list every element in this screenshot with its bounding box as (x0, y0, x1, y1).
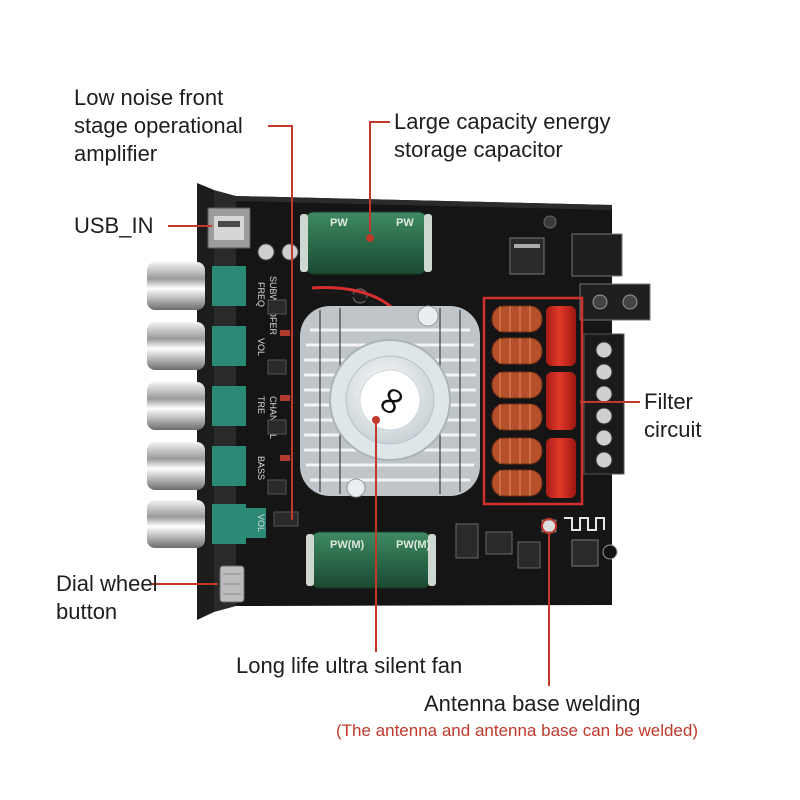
knob-1 (147, 262, 246, 310)
dial-wheel-button (219, 565, 245, 603)
knob-3 (147, 382, 246, 430)
silk-label-1: FREQ (256, 282, 266, 307)
label-op-amp: Low noise front stage operational amplif… (74, 85, 243, 166)
label-fan: Long life ultra silent fan (236, 653, 463, 678)
bottom-energy-capacitor: PW(M) PW(M) (306, 531, 436, 589)
terminal-block (583, 333, 625, 475)
callout-lines (150, 121, 640, 686)
knob-4 (147, 442, 246, 490)
top-cap-marking-2: PW (396, 217, 414, 229)
bottom-cap-marking-1: PW(M) (330, 539, 365, 551)
bottom-cap-marking-2: PW(M) (396, 539, 431, 551)
label-dial-wheel-button: Dial wheel button (56, 571, 158, 624)
callout-line-capacitor (369, 121, 390, 232)
bottom-right-components (455, 517, 618, 569)
knob-row (147, 262, 266, 548)
silk-label-4: TRE (256, 396, 266, 414)
callout-ring-antenna (541, 518, 557, 534)
label-filter-circuit: Filter circuit (644, 389, 702, 442)
label-capacitor: Large capacity energy storage capacitor (394, 109, 611, 162)
silk-label-7: VOL (256, 514, 266, 532)
silk-label-3: VOL (256, 338, 266, 356)
callout-line-op-amp (268, 125, 293, 520)
op-amp-chips (267, 299, 299, 527)
knob-5 (147, 500, 246, 548)
silk-label-5: CHANNEL (268, 396, 278, 439)
cooling-fan: ∞ (329, 339, 451, 461)
filter-circuit (482, 296, 584, 506)
usb-port (207, 207, 251, 249)
knob-2 (147, 322, 246, 370)
top-cap-marking: PW (330, 217, 348, 229)
silk-label-6: BASS (256, 456, 266, 480)
label-antenna: Antenna base welding (424, 691, 641, 716)
power-components (509, 233, 651, 321)
top-energy-capacitor: PW PW (300, 211, 432, 275)
antenna-trace (564, 517, 605, 531)
label-usb-in: USB_IN (74, 213, 154, 238)
label-antenna-note: (The antenna and antenna base can be wel… (336, 721, 698, 740)
